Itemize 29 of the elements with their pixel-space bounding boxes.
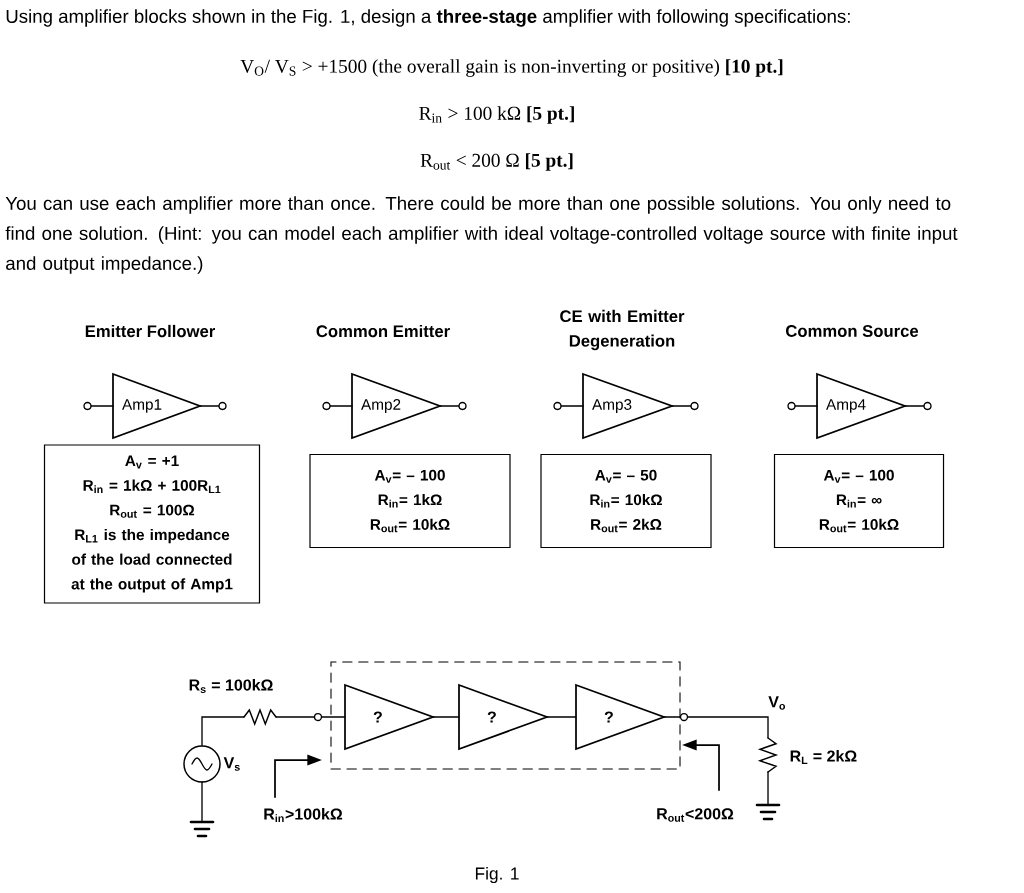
component-label: V$_{s}$ — [223, 757, 240, 771]
heading: Common Emitter — [316, 324, 450, 338]
spec-box: A$_{v}$= – 100 R$_{in}$= ∞ R$_{out}$= 10kΩ — [773, 453, 945, 549]
resistance-label: R$_{in}$>100kΩ — [264, 808, 343, 822]
component-label: R$_{s}$ = 100kΩ — [189, 678, 273, 694]
component-label: R$_{L}$ = 2kΩ — [790, 750, 857, 764]
spec-line: R$_{in}$ > 100 kΩ [5 pt.] — [419, 106, 574, 124]
voltage-label: V$_{o}$ — [768, 696, 786, 710]
voltage-source — [183, 745, 221, 783]
wire — [432, 716, 460, 718]
figure-caption: Fig. 1 — [475, 866, 519, 884]
resistance-label: R$_{out}$<200Ω — [657, 808, 734, 822]
resistor — [243, 707, 277, 727]
paragraph: You can use each amplifier more than once. There could be more than one possible solutions. You only need to find one solution. (Hint: you can model each amplifier with ideal voltage-controlled voltage source with finite input and output impedance.) — [5, 196, 958, 274]
dashed-box — [330, 661, 681, 770]
wire — [275, 716, 346, 718]
resistor — [757, 737, 779, 773]
spec-box: A$_{v}$ = +1 R$_{in}$ = 1kΩ + 100R$_{L1}$ R$_{out}$ = 100Ω R$_{L1}$ is the impedance of the load connected at the output of Amp1 — [43, 444, 261, 604]
heading: Emitter Follower — [85, 324, 216, 338]
wire — [663, 716, 769, 739]
wire — [201, 716, 245, 746]
heading: CE with Emitter Degeneration — [560, 309, 685, 351]
wire — [546, 716, 577, 718]
intro-text: Using amplifier blocks shown in the Fig. 1, design a three-stage amplifier with following specifications: — [6, 9, 850, 27]
heading: Common Source — [786, 325, 919, 337]
spec-box: A$_{v}$= – 50 R$_{in}$= 10kΩ R$_{out}$= 2kΩ — [540, 453, 712, 549]
spec-line: V$_{O}$/ V$_{S}$ > +1500 (the overall gain is non-inverting or positive) [10 pt.] — [240, 59, 783, 77]
spec-box: A$_{v}$= – 100 R$_{in}$= 1kΩ R$_{out}$= 10kΩ — [309, 453, 511, 549]
spec-line: R$_{out}$ < 200 Ω [5 pt.] — [420, 153, 573, 171]
